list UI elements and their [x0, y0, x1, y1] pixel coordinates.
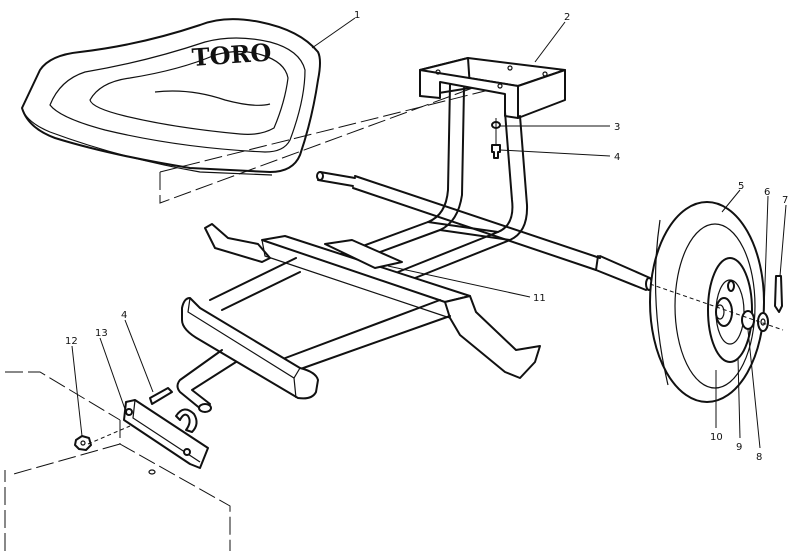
- hitch-plate: [123, 387, 209, 469]
- hitch-nut: [74, 435, 92, 451]
- callout-6: 6: [764, 187, 770, 198]
- callout-3: 3: [614, 122, 620, 133]
- callout-1: 1: [354, 10, 360, 21]
- callout-2: 2: [564, 12, 570, 23]
- leader-lines: [71, 17, 787, 449]
- hitch-frame: [176, 223, 541, 413]
- callout-13: 13: [95, 328, 108, 339]
- callout-5: 5: [738, 181, 744, 192]
- callout-10: 10: [710, 432, 723, 443]
- callout-8: 8: [756, 452, 762, 463]
- callout-numbers: 1 2 3 4 5 6 7 4 12 13 11 10 9 8: [65, 10, 788, 463]
- tractor-body: [4, 371, 231, 551]
- seat-bracket: [419, 57, 566, 119]
- callout-4-hitch: 4: [121, 310, 127, 321]
- bracket-screw: [491, 118, 501, 159]
- callout-7: 7: [782, 195, 788, 206]
- callout-4-bracket: 4: [614, 152, 620, 163]
- seat: TORO: [21, 18, 321, 176]
- callout-12: 12: [65, 336, 78, 347]
- bearing: [741, 310, 755, 330]
- washer: [757, 312, 769, 332]
- wheel: [649, 201, 765, 403]
- seat-logo: TORO: [191, 37, 272, 71]
- cotter-pin: [774, 275, 783, 313]
- callout-9: 9: [736, 442, 742, 453]
- callout-11: 11: [533, 293, 546, 304]
